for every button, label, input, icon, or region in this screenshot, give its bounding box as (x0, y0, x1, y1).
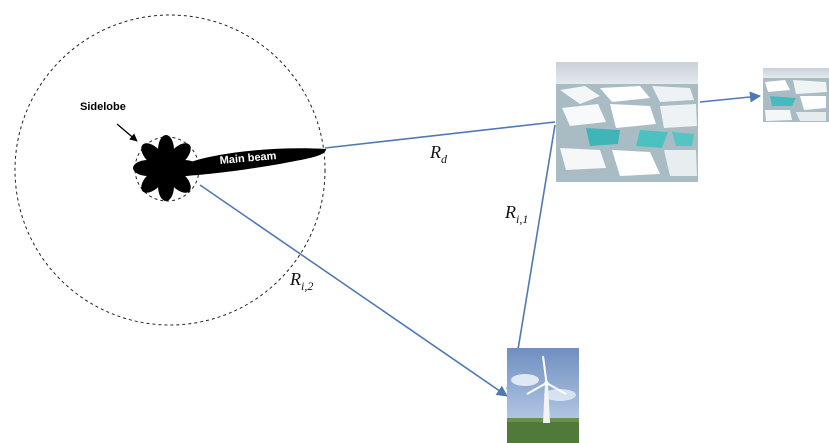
range-interference-2-label: Ri,2 (289, 269, 313, 293)
wind-turbine-photo (507, 348, 579, 443)
sidelobe-pointer-arrow (116, 123, 138, 142)
ray-direct (324, 121, 556, 149)
ray-to-small-ice (699, 91, 762, 103)
coverage-circle (14, 14, 326, 326)
sea-ice-photo-small (763, 68, 829, 122)
antenna-pattern-icon (133, 135, 199, 201)
main-beam-label: Main beam (219, 150, 277, 167)
main-beam-lobe (185, 148, 326, 176)
range-direct-label: Rd (429, 142, 448, 166)
range-interference-1-label: Ri,1 (504, 202, 528, 226)
ray-interference-2 (199, 184, 508, 397)
sea-ice-photo (556, 62, 698, 182)
sidelobe-label: Sidelobe (80, 101, 126, 113)
